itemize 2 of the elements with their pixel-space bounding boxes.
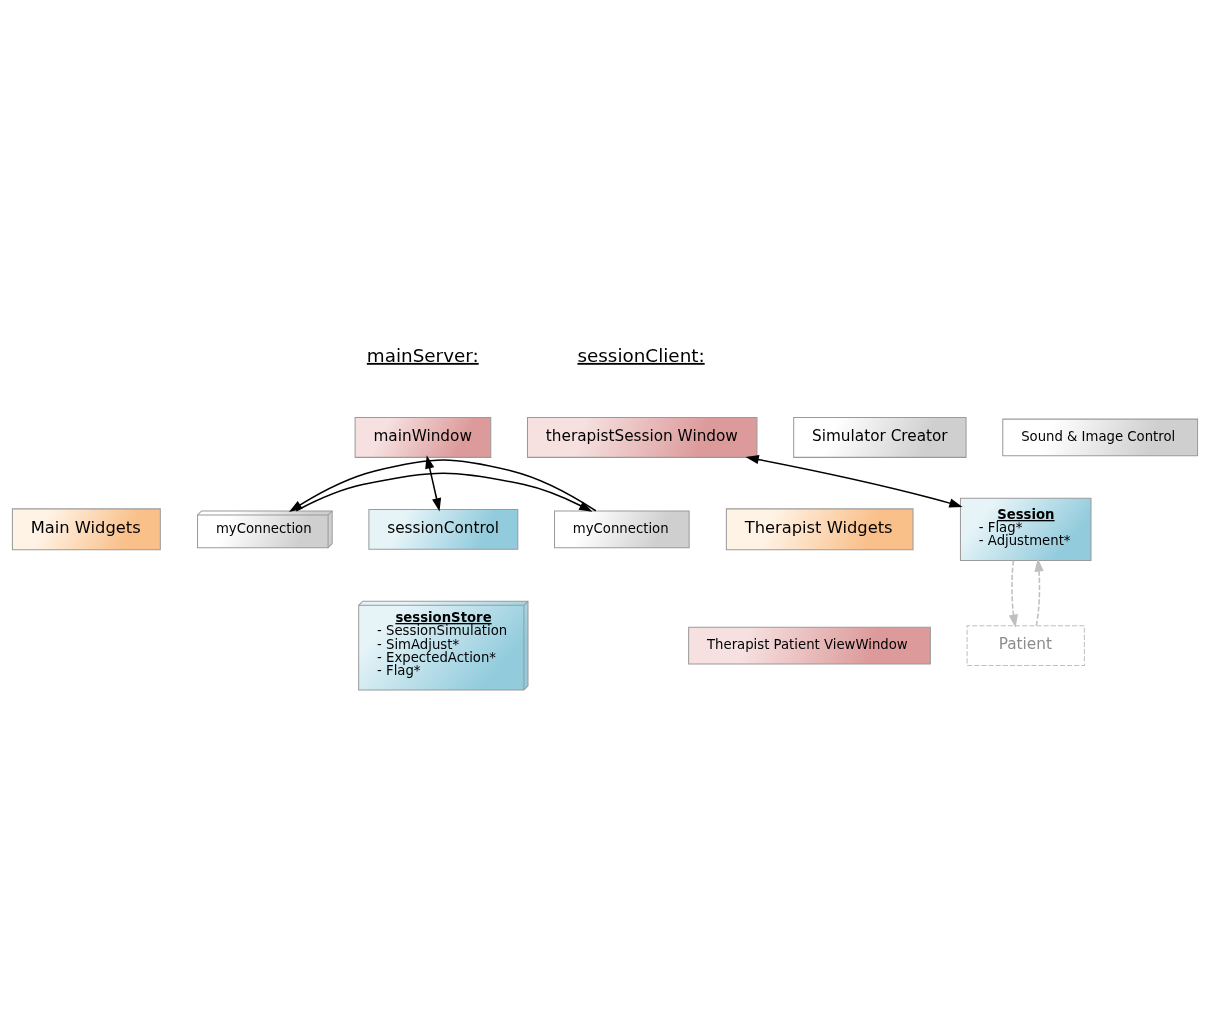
label: mainServer: (366, 344, 479, 366)
label: sessionClient: (577, 344, 705, 366)
